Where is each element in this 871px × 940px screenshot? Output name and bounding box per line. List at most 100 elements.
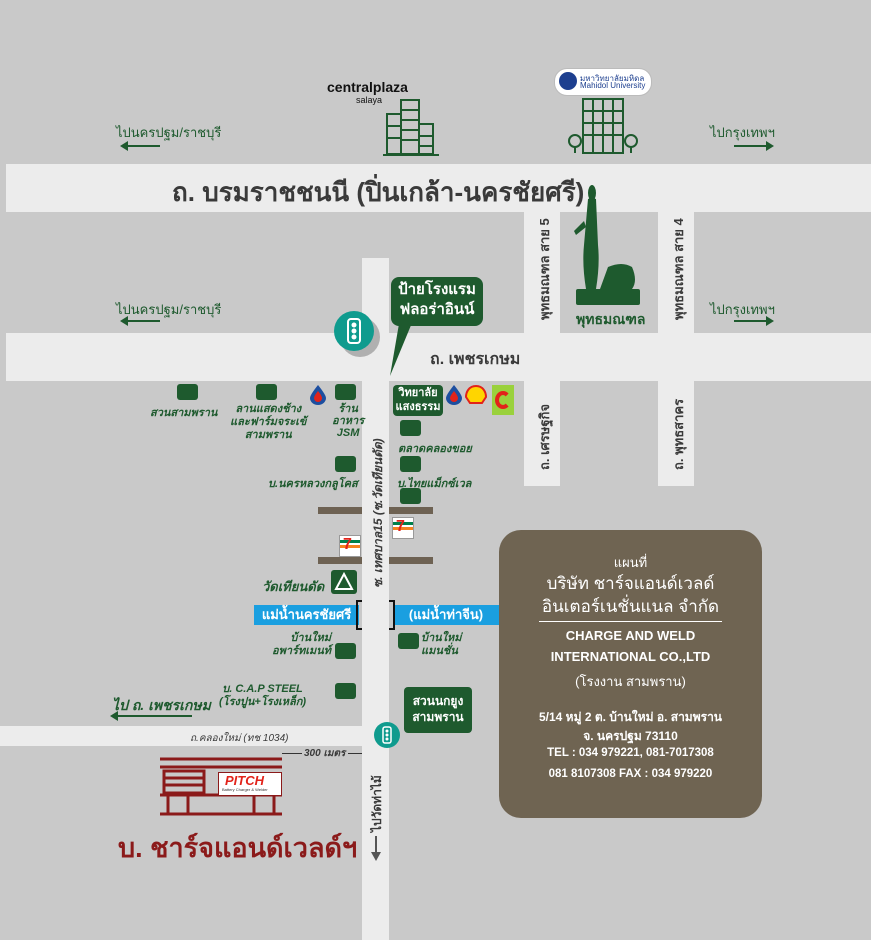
centralplaza-sub: salaya <box>356 95 383 105</box>
centralplaza-building-icon <box>383 99 439 156</box>
arrow-down-icon <box>375 836 377 854</box>
railway-track <box>318 557 362 564</box>
info-company-en-1: CHARGE AND WELD <box>565 628 696 643</box>
marker-talat <box>400 420 421 436</box>
road-label-setthakit: ถ. เศรษฐกิจ <box>537 403 552 470</box>
arrow-left-icon <box>120 141 160 151</box>
mahidol-thai: มหาวิทยาลัยมหิดล <box>580 74 645 83</box>
info-company-en-2: INTERNATIONAL CO.,LTD <box>550 649 711 664</box>
seven-eleven-icon: 7 <box>339 535 361 557</box>
direction-nakhon-pathom-mid: ไปนครปฐม/ราชบุรี <box>116 302 222 317</box>
info-address-2: จ. นครปฐม 73110 <box>583 729 678 743</box>
distance-label: 300 เมตร <box>304 748 346 759</box>
road-khlong-mai <box>0 726 362 746</box>
label-ban-mai-apartment: บ้านใหม่ อพาร์ทเมนท์ <box>272 632 331 657</box>
hotel-sign-pointer <box>390 318 414 376</box>
arrow-down-head <box>371 852 381 861</box>
arrow-right-icon <box>734 141 774 151</box>
river-tha-chin: (แม่น้ำท่าจีน) <box>393 605 499 625</box>
label-lan-saeng: ลานแสดงช้าง และฟาร์มจระเข้ สามพราน <box>230 403 307 441</box>
info-tel-fax: 081 8107308 FAX : 034 979220 <box>548 768 713 780</box>
gas-station-drop-icon <box>310 385 326 405</box>
info-title: แผนที่ <box>613 555 648 570</box>
info-address-1: 5/14 หมู่ 2 ต. บ้านใหม่ อ. สามพราน <box>538 710 723 724</box>
direction-nakhon-pathom-top: ไปนครปฐม/ราชบุรี <box>116 125 222 140</box>
direction-bangkok-top: ไปกรุงเทพฯ <box>710 125 775 140</box>
pitch-logo-sub: Battery Charger & Welder <box>222 787 268 792</box>
shell-logo-icon <box>465 385 487 404</box>
mahidol-logo: มหาวิทยาลัยมหิดล Mahidol University <box>554 68 652 96</box>
info-divider <box>539 621 722 622</box>
river-nakhon-chai-si: แม่น้ำนครชัยศรี <box>254 605 359 625</box>
traffic-light-icon <box>374 722 400 748</box>
centralplaza-logo-text: centralplaza <box>327 79 408 95</box>
marker-ban-mai-mansion <box>398 633 419 649</box>
info-company-th-2: อินเตอร์เนชั่นแนล จำกัด <box>541 597 720 616</box>
gas-station-drop-icon <box>446 385 462 405</box>
road-label-phutthamonthon-5: พุทธมณฑล สาย 5 <box>537 218 552 320</box>
railway-track <box>389 557 433 564</box>
label-thai-max: บ.ไทยแม็กซ์เวล <box>397 478 472 490</box>
info-tel: TEL : 034 979221, 081-7017308 <box>547 747 714 759</box>
distance-line-left <box>282 753 302 754</box>
buddha-statue-icon <box>574 185 640 305</box>
road-thesaban15 <box>362 258 389 940</box>
road-phutthamonthon-4 <box>658 212 694 333</box>
arrow-left-icon <box>110 711 192 721</box>
label-suan-sampran: สวนสามพราน <box>150 407 218 419</box>
road-phutthasakhon <box>658 381 694 486</box>
label-ban-mai-mansion: บ้านใหม่ แมนชั่น <box>421 632 462 657</box>
traffic-light-icon <box>334 311 374 351</box>
temple-icon <box>331 570 357 594</box>
label-jsm: ร้าน อาหาร JSM <box>332 403 365 439</box>
info-branch: (โรงงาน สามพราน) <box>575 674 686 689</box>
railway-track <box>389 507 433 514</box>
hotel-sign-line1: ป้ายโรงแรม <box>398 281 476 298</box>
distance-line-right <box>348 753 362 754</box>
road-phutthamonthon-5 <box>524 212 560 333</box>
marker-thai-max <box>400 456 421 472</box>
arrow-left-icon <box>120 316 160 326</box>
phutthamonthon-label: พุทธมณฑล <box>576 311 646 327</box>
mahidol-en: Mahidol University <box>580 81 646 90</box>
direction-bangkok-mid: ไปกรุงเทพฯ <box>710 302 775 317</box>
hotel-sign-callout: ป้ายโรงแรม ฟลอร่าอินน์ <box>391 277 483 326</box>
bridge-left <box>356 600 362 630</box>
road-label-phutthasakhon: ถ. พุทธสาคร <box>671 398 686 470</box>
marker-jsm <box>335 384 356 400</box>
hotel-sign-line2: ฟลอร่าอินน์ <box>399 301 475 318</box>
bridge-right <box>389 600 395 630</box>
arrow-right-icon <box>734 316 774 326</box>
marker-cap-steel <box>335 683 356 699</box>
marker-nakhon-luang <box>335 456 356 472</box>
road-label-phetkasem: ถ. เพชรเกษม <box>430 351 521 368</box>
marker-ban-mai-apartment <box>335 643 356 659</box>
marker-lan-saeng <box>256 384 277 400</box>
road-label-wat-tha-mai: ไปวัดท่าไม้ <box>370 775 384 832</box>
road-label-khlong-mai: ถ.คลองใหม่ (ทช 1034) <box>190 733 289 744</box>
mahidol-building-icon <box>568 98 638 154</box>
mahidol-emblem-icon <box>559 72 577 90</box>
road-label-borommaratchachonnani: ถ. บรมราชชนนี (ปิ่นเกล้า-นครชัยศรี) <box>172 177 585 207</box>
marker-thai-max-2 <box>400 488 421 504</box>
label-nakhon-luang: บ.นครหลวงกลูโคส <box>268 478 358 490</box>
company-short-name: บ. ชาร์จแอนด์เวลด์ฯ <box>118 833 358 863</box>
railway-track <box>318 507 362 514</box>
direction-phetkasem: ไป ถ. เพชรเกษม <box>112 697 211 713</box>
info-company-th-1: บริษัท ชาร์จแอนด์เวลด์ <box>546 574 715 593</box>
pitch-logo-text: PITCH <box>225 773 264 788</box>
suan-nok-yung-badge: สวนนกยูง สามพราน <box>404 687 472 733</box>
pitch-sign: PITCH Battery Charger & Welder <box>218 772 282 796</box>
sangtham-college-badge: วิทยาลัย แสงธรรม <box>393 385 443 416</box>
label-talat: ตลาดคลองขอย <box>398 443 472 455</box>
road-label-thesaban15: ซ. เทศบาล15 (ซ.วัดเทียนดัด) <box>371 438 385 588</box>
road-setthakit <box>524 381 560 486</box>
label-cap-steel: บ. C.A.P STEEL (โรงปูน+โรงเหล็ก) <box>219 683 307 708</box>
company-info-box: แผนที่ บริษัท ชาร์จแอนด์เวลด์ อินเตอร์เน… <box>499 530 762 818</box>
seven-eleven-icon: 7 <box>392 517 414 539</box>
label-wat-thian-dat: วัดเทียนดัด <box>262 579 325 594</box>
bigc-logo-icon <box>492 385 514 415</box>
road-phetkasem <box>6 333 871 381</box>
road-borommaratchachonnani <box>6 164 871 212</box>
